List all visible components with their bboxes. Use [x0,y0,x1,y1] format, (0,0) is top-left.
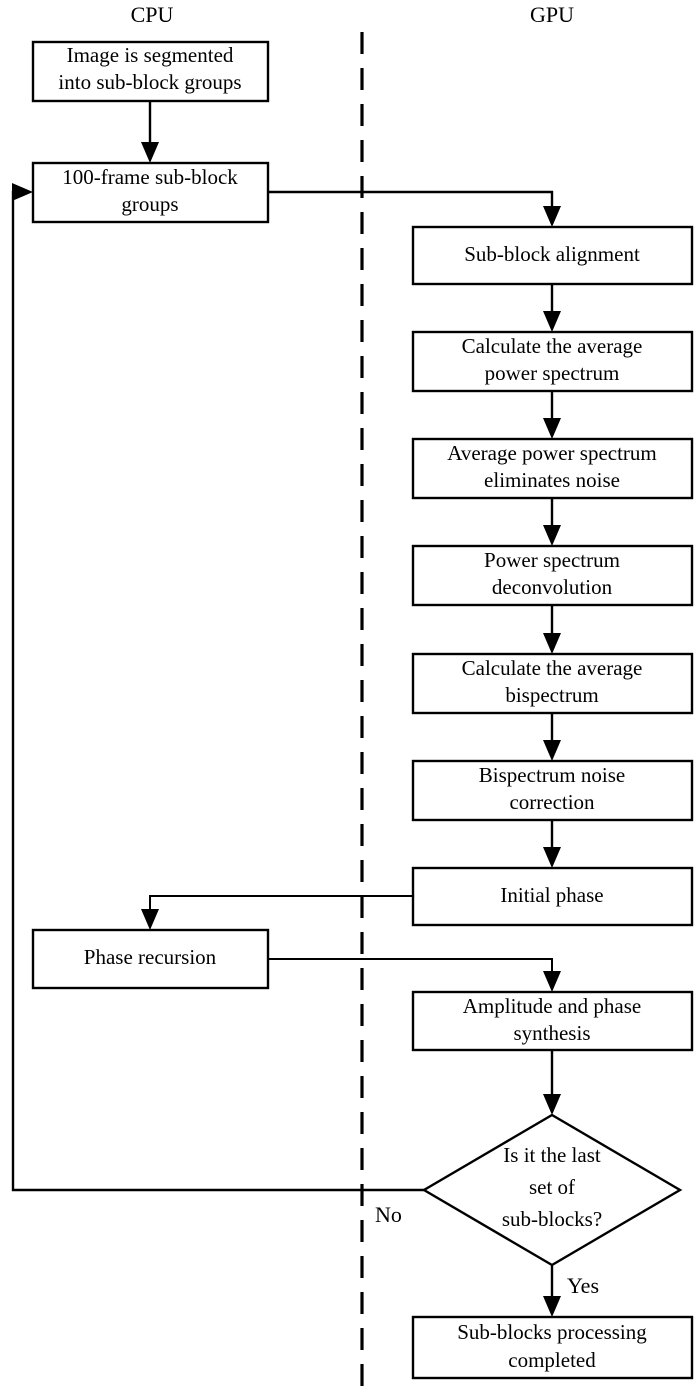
node-label-line: synthesis [513,1021,590,1045]
node-amplitude-phase-synthesis[interactable]: Amplitude and phase synthesis [411,990,694,1052]
node-label-line: Bispectrum noise [479,763,625,787]
arrow-head-icon [543,525,561,546]
node-initial-phase[interactable]: Initial phase [411,866,694,927]
decision-diamond-shape [421,1113,683,1267]
node-bispectrum-noise-correction[interactable]: Bispectrum noise correction [411,759,694,822]
node-label-line: Amplitude and phase [463,994,641,1018]
lane-title-gpu: GPU [530,2,574,27]
node-label-line: bispectrum [505,683,598,707]
edge-alignment-to-avg-power [543,284,561,332]
arrow-head-icon [543,847,561,868]
node-label-line: into sub-block groups [58,70,241,94]
node-label-line: set of [529,1175,575,1199]
node-phase-recursion[interactable]: Phase recursion [31,928,270,990]
arrow-head-icon [543,311,561,332]
node-label-line: eliminates noise [484,468,620,492]
arrow-head-icon [141,142,159,163]
node-label-line: Power spectrum [484,548,620,572]
arrow-head-icon [141,909,159,930]
edge-eliminates-noise-to-deconvolution [543,498,561,546]
node-label-line: 100-frame sub-block [62,165,238,189]
node-label-line: power spectrum [485,361,620,385]
node-label-line: Sub-block alignment [464,242,640,266]
edge-amplitude-synthesis-to-decision [543,1050,561,1115]
arrow-head-icon [543,633,561,654]
node-label-line: Calculate the average [462,334,643,358]
node-label-line: correction [509,790,595,814]
edge-image-segmented-to-frame-groups [141,101,159,163]
edge-noise-correction-to-initial-phase [543,820,561,868]
edge-decision-no-loopback [11,183,424,1192]
node-label-line: Is it the last [503,1143,601,1167]
arrow-head-icon [543,418,561,439]
node-avg-power-eliminates-noise[interactable]: Average power spectrum eliminates noise [411,437,694,500]
node-label-line: Initial phase [500,883,603,907]
node-label-line: Image is segmented [67,43,234,67]
arrow-head-icon [543,1296,561,1317]
edge-initial-phase-to-phase-recursion [141,895,413,930]
node-label-line: completed [508,1348,596,1372]
node-label-line: groups [121,192,178,216]
node-is-last-set-decision[interactable]: Is it the last set of sub-blocks? [421,1113,683,1267]
arrow-head-icon [543,740,561,761]
arrow-head-icon [543,971,561,992]
node-calc-avg-bispectrum[interactable]: Calculate the average bispectrum [411,652,694,715]
node-frame-groups[interactable]: 100-frame sub-block groups [31,161,270,224]
node-label-line: Phase recursion [84,945,217,969]
node-label-line: Average power spectrum [447,441,657,465]
node-calc-avg-power-spectrum[interactable]: Calculate the average power spectrum [411,330,694,393]
node-image-segmented[interactable]: Image is segmented into sub-block groups [31,40,270,103]
edge-avg-bispectrum-to-noise-correction [543,713,561,761]
node-sub-blocks-completed[interactable]: Sub-blocks processing completed [411,1315,694,1380]
edge-avg-power-to-eliminates-noise [543,391,561,439]
edge-label-no: No [375,1202,402,1227]
arrow-head-icon [12,183,33,201]
lane-title-cpu: CPU [131,2,174,27]
edge-frame-groups-to-sub-block-alignment [268,190,561,227]
edge-phase-recursion-to-amplitude-synthesis [268,958,561,992]
node-label-line: sub-blocks? [502,1207,602,1231]
edge-deconvolution-to-avg-bispectrum [543,605,561,654]
edge-decision-yes-to-completed [543,1265,561,1317]
arrow-head-icon [543,1094,561,1115]
edge-label-yes: Yes [567,1273,599,1298]
node-power-spectrum-deconvolution[interactable]: Power spectrum deconvolution [411,544,694,607]
node-sub-block-alignment[interactable]: Sub-block alignment [411,225,694,286]
node-label-line: Calculate the average [462,656,643,680]
node-label-line: deconvolution [492,575,613,599]
node-label-line: Sub-blocks processing [457,1320,647,1344]
arrow-head-icon [543,206,561,227]
